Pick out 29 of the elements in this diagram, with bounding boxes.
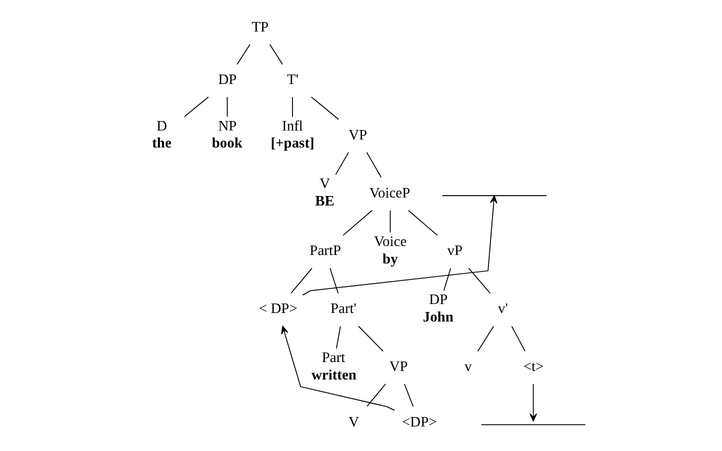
node-label: BE (314, 193, 334, 210)
node-text: D (156, 118, 167, 134)
node-text: Part' (330, 301, 356, 318)
node-text: v (464, 359, 472, 376)
node-text: <t> (522, 359, 544, 376)
node-text: Infl (282, 118, 302, 134)
node-text: VP (388, 359, 408, 376)
node-text: < DP> (258, 301, 297, 318)
node-text: v' (498, 301, 508, 318)
node-label: written (310, 367, 356, 384)
node-text: T' (286, 72, 298, 88)
node-text: V (348, 414, 359, 430)
node-label: by (382, 251, 398, 268)
node-text: <DP> (402, 414, 436, 430)
node-label: book (211, 135, 242, 152)
node-label: [+past] (270, 135, 314, 152)
node-text: V (319, 176, 330, 192)
node-text: VP (348, 127, 367, 144)
node-text: Part (321, 350, 345, 366)
node-text: PartP (309, 243, 341, 260)
node-text: NP (218, 118, 236, 134)
node-label: John (422, 309, 453, 326)
node-text: TP (251, 20, 268, 36)
node-label: the (152, 135, 171, 152)
node-text: DP (218, 72, 236, 88)
node-text: Voice (373, 234, 406, 250)
node-text: DP (428, 292, 448, 308)
node-text: vP (446, 243, 462, 260)
node-text: VoiceP (368, 185, 410, 202)
